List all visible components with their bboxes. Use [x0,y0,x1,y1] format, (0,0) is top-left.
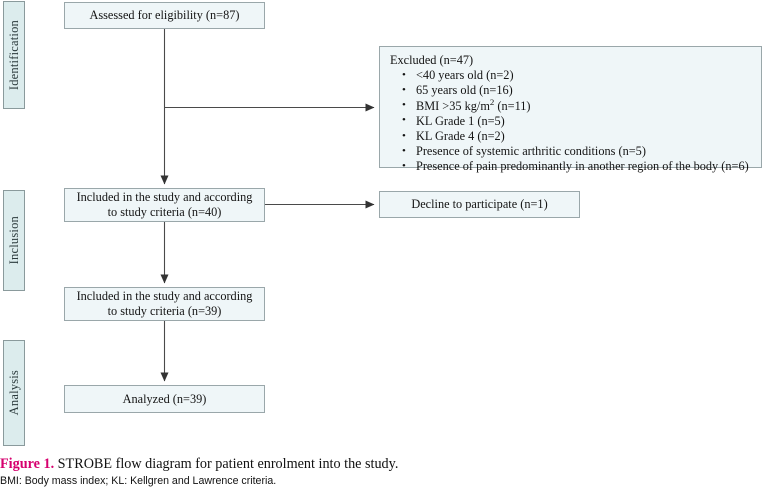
caption-description: STROBE flow diagram for patient enrolmen… [54,456,399,472]
excluded-item: KL Grade 4 (n=2) [402,129,753,144]
box-included-n40-line1: Included in the study and according [76,190,253,204]
stage-label-inclusion: Inclusion [3,190,25,291]
box-included-n39: Included in the study and according to s… [64,287,265,321]
stage-label-analysis: Analysis [3,340,25,446]
excluded-item: BMI >35 kg/m2 (n=11) [402,97,753,114]
box-analyzed: Analyzed (n=39) [64,385,265,413]
caption-main-line: Figure 1. STROBE flow diagram for patien… [0,455,768,473]
box-included-n40: Included in the study and according to s… [64,188,265,222]
caption-abbreviations: BMI: Body mass index; KL: Kellgren and L… [0,475,277,487]
stage-label-analysis-text: Analysis [6,370,21,416]
excluded-item: KL Grade 1 (n=5) [402,113,753,129]
box-included-n40-line2: to study criteria (n=40) [107,205,222,219]
box-assessed-text: Assessed for eligibility (n=87) [89,8,240,22]
excluded-item: <40 years old (n=2) [402,68,753,83]
excluded-item: Presence of pain predominantly in anothe… [402,159,753,174]
box-included-n39-text: Included in the study and according to s… [77,289,253,319]
box-included-n40-text: Included in the study and according to s… [77,190,253,220]
box-analyzed-text: Analyzed (n=39) [122,391,207,406]
stage-label-identification: Identification [3,1,25,109]
excluded-title: Excluded (n=47) [390,53,474,67]
box-assessed-for-eligibility: Assessed for eligibility (n=87) [64,2,265,29]
stage-label-identification-text: Identification [6,19,21,91]
excluded-item: 65 years old (n=16) [402,83,753,98]
excluded-reason-list: <40 years old (n=2) 65 years old (n=16) … [390,68,753,175]
box-included-n39-line1: Included in the study and according [76,289,253,303]
box-decline-to-participate: Decline to participate (n=1) [379,191,580,218]
box-included-n39-line2: to study criteria (n=39) [107,304,222,318]
box-decline-text: Decline to participate (n=1) [411,197,548,211]
figure-caption: Figure 1. STROBE flow diagram for patien… [0,455,768,488]
stage-label-inclusion-text: Inclusion [6,216,21,265]
excluded-item: Presence of systemic arthritic condition… [402,144,753,159]
caption-figure-label: Figure 1. [0,456,55,472]
box-excluded: Excluded (n=47) <40 years old (n=2) 65 y… [379,46,762,174]
